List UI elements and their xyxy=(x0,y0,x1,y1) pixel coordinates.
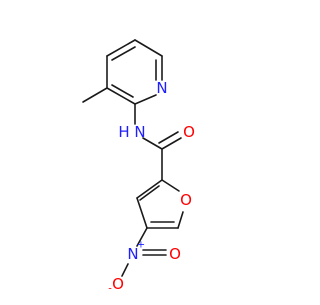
bond-methyl xyxy=(82,87,108,103)
atom-layer: N N H O O N + O O - xyxy=(108,79,195,295)
bond-layer xyxy=(82,39,184,277)
bond-furan-c3-c4 xyxy=(136,197,148,229)
bond-ring-c4-c5 xyxy=(106,39,136,57)
atom-nitro-n: N xyxy=(127,245,138,263)
bond-nitro-o-single xyxy=(121,263,129,277)
atom-amide-n: N xyxy=(134,123,145,141)
atom-nitro-o-single: O xyxy=(112,275,124,293)
bond-carbonyl-o xyxy=(161,137,182,150)
structure-svg: N N H O O N + O O - xyxy=(82,39,195,295)
bond-ring-n1-c2 xyxy=(134,94,157,105)
bond-furan-nitro xyxy=(136,227,148,247)
bond-furan-c5-o xyxy=(177,211,184,229)
bond-ring-c5-c6 xyxy=(134,39,163,57)
molecule-diagram: N N H O O N + O O - xyxy=(82,39,195,295)
bond-nh-carbonyl xyxy=(142,137,163,150)
atom-carbonyl-o: O xyxy=(183,123,195,141)
bond-furan-c2-c3 xyxy=(136,179,163,199)
bond-carbonyl-o-second xyxy=(158,131,179,144)
bond-furan-c2-c3-inner xyxy=(139,185,160,201)
bond-ring-c2-c3-inner xyxy=(111,84,134,98)
bond-ring-c4-c5-inner xyxy=(111,46,136,61)
atom-nitro-o-charge: - xyxy=(108,284,112,295)
atom-furan-o: O xyxy=(180,191,192,209)
bond-ring-c2-c3 xyxy=(106,87,136,105)
atom-nitro-n-charge: + xyxy=(137,240,145,251)
atom-pyridine-n: N xyxy=(156,79,167,97)
atom-amide-h: H xyxy=(118,123,129,141)
bond-furan-o-c2 xyxy=(161,179,180,192)
atom-nitro-o-double: O xyxy=(169,245,181,263)
